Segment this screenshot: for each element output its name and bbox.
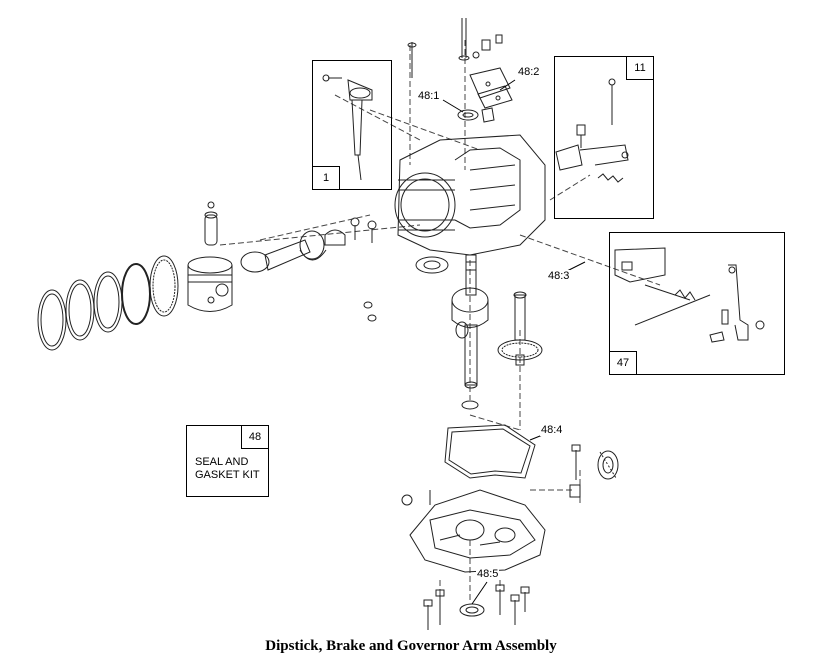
callout-48-5: 48:5 [476,568,500,580]
top-bolts [407,18,503,78]
piston-pin [204,201,218,304]
connecting-rod [240,230,327,273]
governor-gear [597,450,619,480]
callout-48-3: 48:3 [547,270,571,282]
breather-cover [469,67,513,109]
governor-inset-box: 47 [609,232,785,375]
dipstick [322,74,373,181]
cylinder-block [394,134,546,256]
exploded-parts-diagram [37,18,765,630]
piston-rings [37,255,179,351]
valve-seal [457,107,495,123]
camshaft [497,291,543,366]
box-number-48: 48 [241,426,268,449]
kit-label: SEAL AND GASKET KIT [195,456,260,482]
governor-arm-parts [614,247,765,343]
governor-shaft [569,444,581,498]
washers [363,301,479,410]
box-number-11: 11 [626,57,653,80]
diagram-caption: Dipstick, Brake and Governor Arm Assembl… [265,638,557,654]
box-number-1: 1 [313,166,340,189]
callout-48-4: 48:4 [540,424,564,436]
callout-48-1: 48:1 [417,90,441,102]
callout-48-2: 48:2 [517,66,541,78]
oil-pan-gasket [444,424,536,479]
crankshaft [451,254,489,389]
kit-label-line1: SEAL AND [195,456,249,468]
crankshaft-seal [415,256,449,274]
oil-pan [401,489,546,573]
dipstick-inset-box: 1 [312,60,392,190]
brake-inset-box: 11 [554,56,654,219]
piston [187,256,233,312]
box-number-47: 47 [610,351,637,374]
brake-parts [555,78,629,183]
kit-label-line2: GASKET KIT [195,469,260,481]
seal-gasket-kit-box: 48 SEAL AND GASKET KIT [186,425,269,497]
rod-cap [324,217,377,246]
